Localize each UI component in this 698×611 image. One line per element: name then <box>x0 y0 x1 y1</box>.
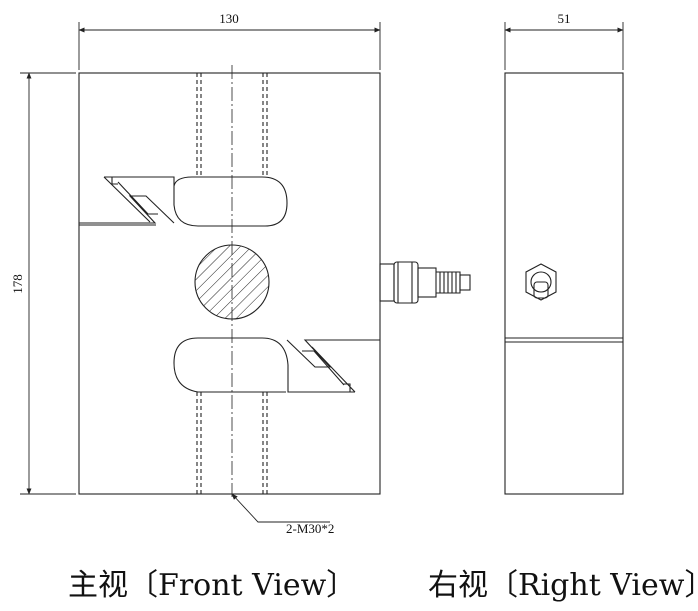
front-width-dimension: 130 <box>219 11 239 26</box>
right-view-caption: 右视〔Right View〕 <box>428 568 698 603</box>
cable-connector <box>379 261 471 304</box>
front-height-dimension: 178 <box>10 274 25 294</box>
upper-slot <box>79 176 288 227</box>
front-dimension-lines <box>20 22 381 523</box>
side-dimension-lines <box>504 22 624 70</box>
right-view <box>504 72 624 495</box>
side-body-outline <box>504 72 624 495</box>
side-width-dimension: 51 <box>558 11 571 26</box>
front-view <box>78 65 471 500</box>
top-thread-hole <box>196 73 268 178</box>
lower-slot <box>173 337 380 393</box>
front-view-caption: 主视〔Front View〕 <box>68 568 357 603</box>
bottom-thread-hole <box>196 392 268 494</box>
thread-callout: 2-M30*2 <box>286 521 334 536</box>
side-connector <box>525 263 557 301</box>
